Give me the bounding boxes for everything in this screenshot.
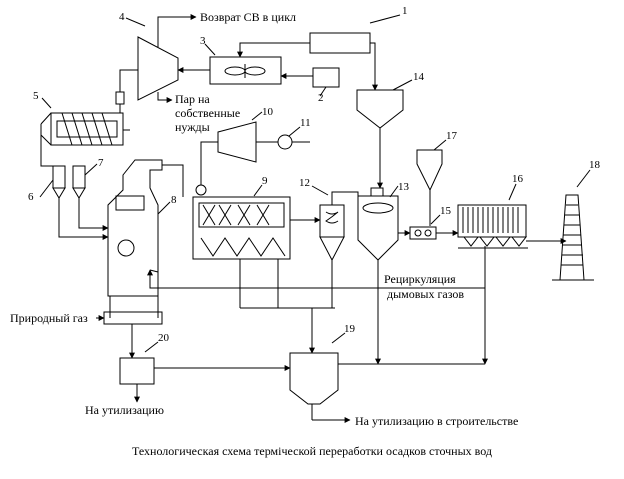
equipment-13-reactor	[357, 185, 399, 261]
label-to-construction: На утилизацию в строительстве	[355, 414, 518, 428]
label-steam-line-1: Пар на	[175, 92, 210, 106]
label-return-sv: Возврат СВ в цикл	[200, 10, 296, 24]
number-3: 3	[200, 35, 206, 47]
equipment-15-feeder	[409, 214, 441, 240]
equipment-12-cyclone	[311, 185, 345, 268]
equipment-5-screw-dryer	[40, 97, 124, 146]
number-4: 4	[119, 11, 125, 23]
number-11: 11	[300, 117, 311, 129]
label-recirculation-line-2: дымовых газов	[387, 287, 464, 301]
number-5: 5	[33, 90, 39, 102]
label-recirculation-line-1: Рециркуляция	[384, 272, 456, 286]
equipment-20-box	[119, 341, 159, 385]
number-20: 20	[158, 332, 170, 344]
number-18: 18	[589, 159, 601, 171]
number-13: 13	[398, 181, 410, 193]
equipment-2-box	[312, 67, 340, 97]
number-14: 14	[413, 71, 425, 83]
equipment-7-hopper	[72, 163, 98, 199]
equipment-3-mixer	[204, 43, 282, 85]
equipment-9-heat-exchanger	[192, 184, 291, 260]
label-steam-line-2: собственные	[175, 106, 240, 120]
equipment-1-feed-box	[309, 14, 401, 54]
equipment-10-compressor	[217, 111, 263, 163]
piping	[40, 14, 567, 423]
equipment-4-turbine	[125, 17, 179, 101]
number-12: 12	[299, 177, 310, 189]
number-6: 6	[28, 191, 34, 203]
number-1: 1	[402, 5, 408, 17]
equipment-16-bag-filter	[457, 183, 528, 249]
equipment-17-hopper	[416, 139, 447, 226]
number-2: 2	[318, 92, 324, 104]
number-16: 16	[512, 173, 524, 185]
number-9: 9	[262, 175, 268, 187]
number-19: 19	[344, 323, 356, 335]
equipment-14-hopper	[356, 79, 413, 136]
number-10: 10	[262, 106, 274, 118]
label-steam-line-3: нужды	[175, 120, 210, 134]
number-17: 17	[446, 130, 458, 142]
label-natural-gas: Природный газ	[10, 311, 88, 325]
flow-labels: Возврат СВ в цикл Пар на собственные нуж…	[10, 10, 518, 428]
number-15: 15	[440, 205, 452, 217]
equipment-8-furnace	[103, 159, 171, 325]
number-7: 7	[98, 157, 104, 169]
equipment-19-collector	[289, 332, 346, 420]
equipment-6-hopper	[39, 165, 66, 199]
equipment-11-generator	[256, 126, 301, 150]
label-to-utilization: На утилизацию	[85, 403, 164, 417]
diagram-caption: Технологическая схема термiческой перера…	[132, 444, 492, 458]
equipment-18-stack	[552, 169, 594, 281]
number-8: 8	[171, 194, 177, 206]
equipment-numbers: 1 2 3 4 5 6 7 8 9 10 11 12 13 14 15 16 1…	[28, 5, 601, 344]
